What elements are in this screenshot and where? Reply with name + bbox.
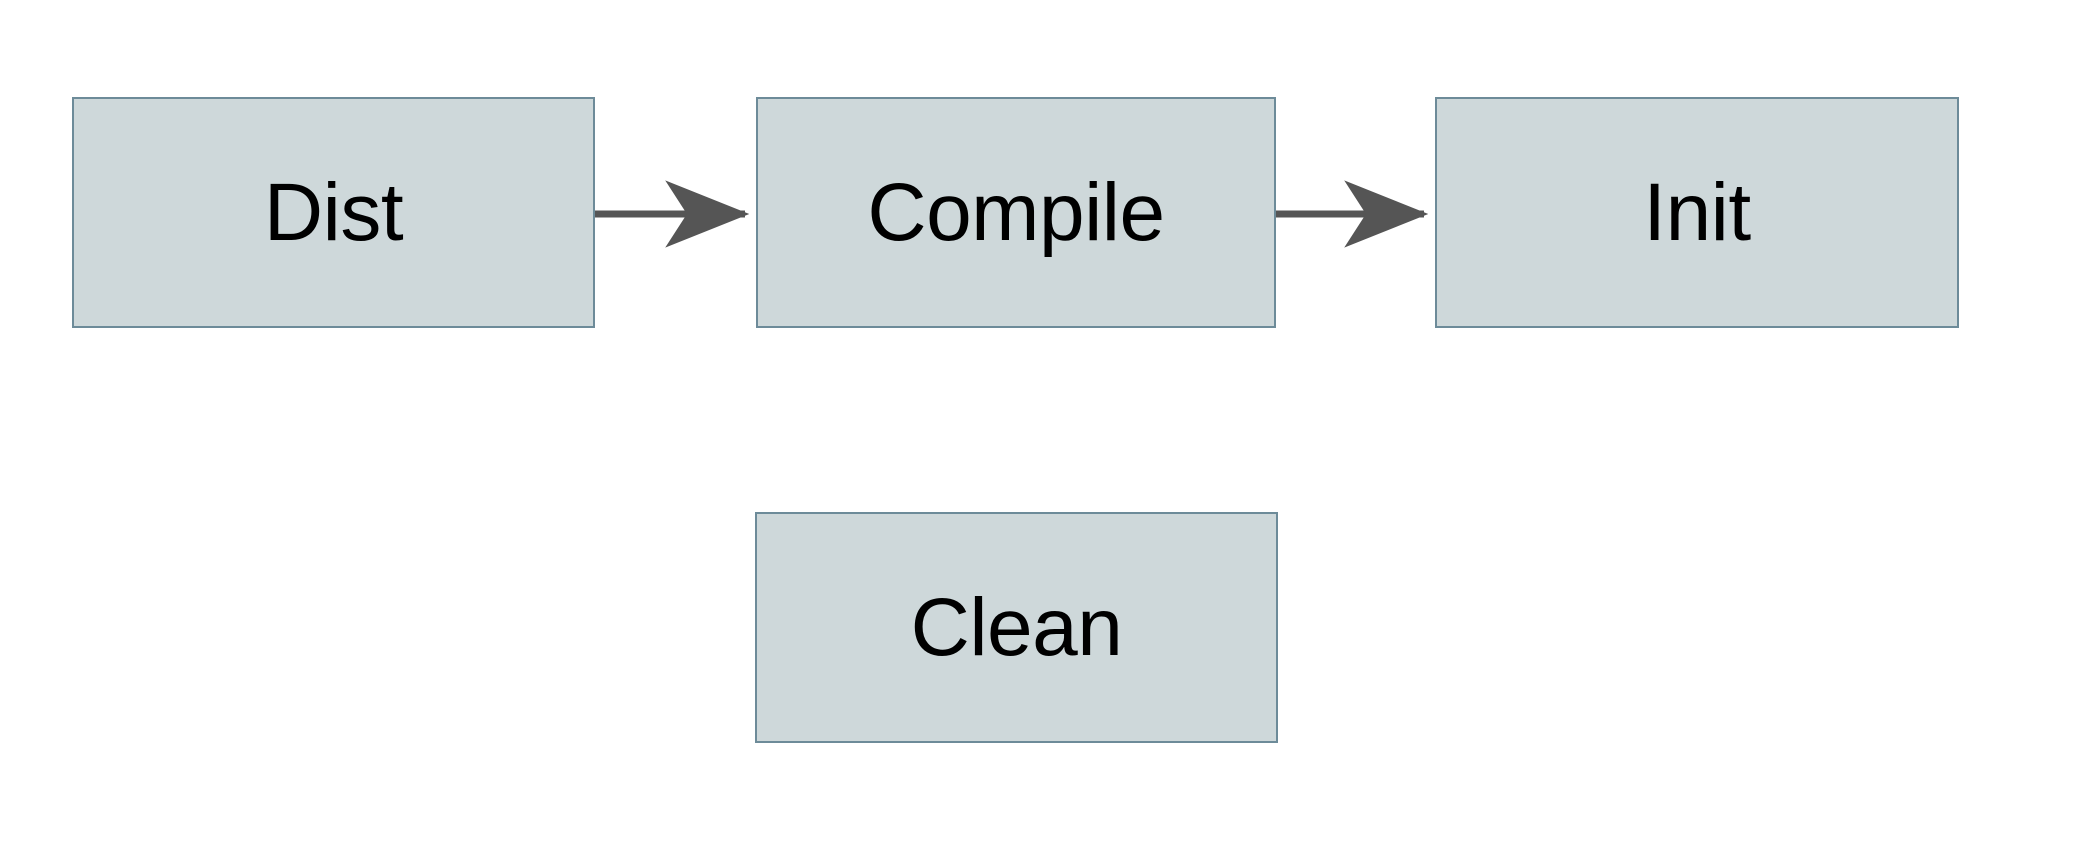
node-dist[interactable]: Dist (72, 97, 595, 328)
node-compile-label: Compile (867, 166, 1165, 258)
node-init[interactable]: Init (1435, 97, 1959, 328)
node-dist-label: Dist (263, 166, 404, 258)
node-clean-label: Clean (910, 581, 1123, 673)
node-compile[interactable]: Compile (756, 97, 1276, 328)
node-clean[interactable]: Clean (755, 512, 1278, 743)
node-init-label: Init (1643, 166, 1751, 258)
